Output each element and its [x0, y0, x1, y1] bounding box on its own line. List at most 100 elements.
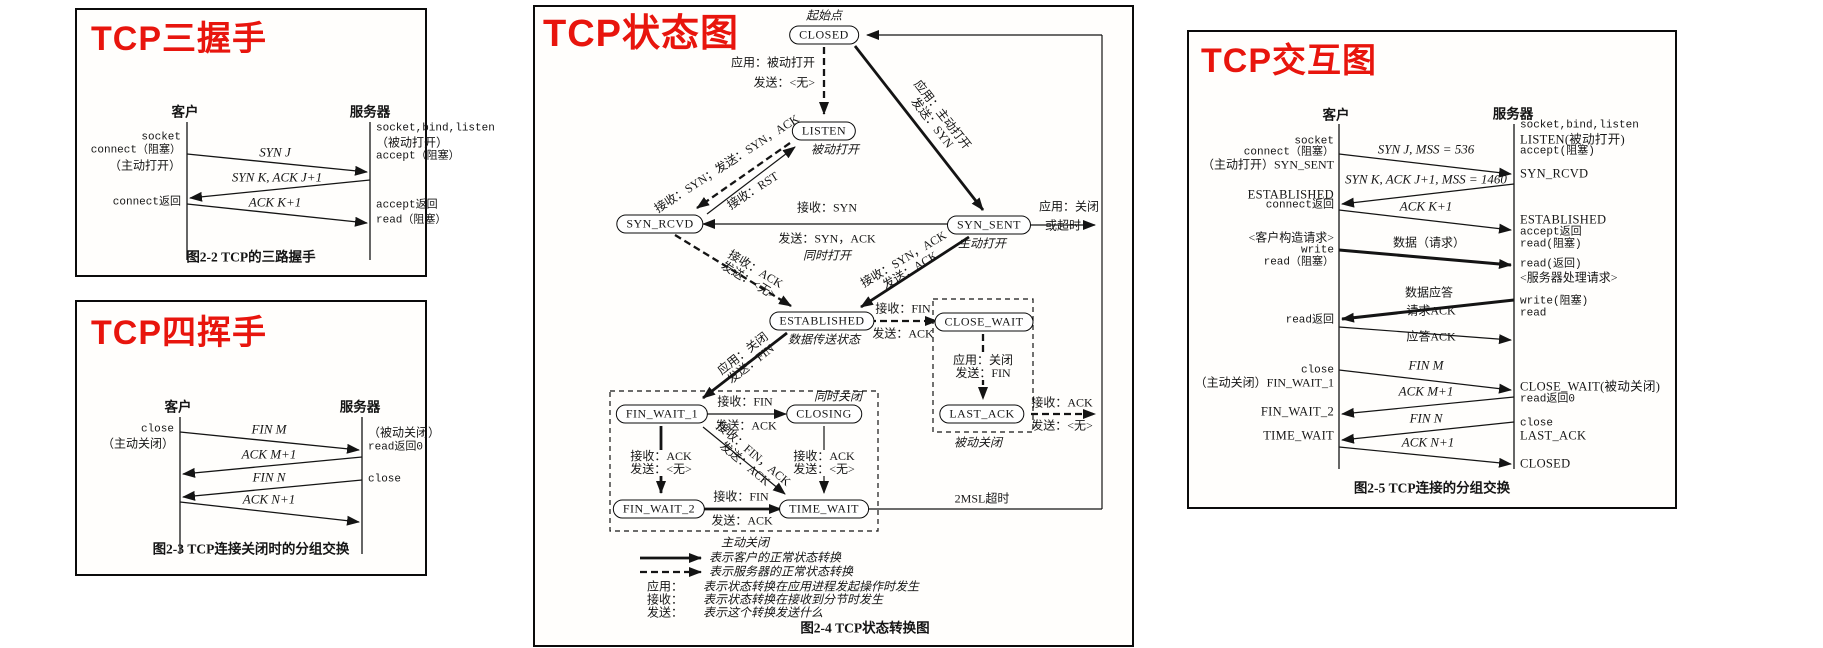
state-edge-label: 或超时: [1044, 218, 1082, 233]
handshake-client-label: socket: [141, 131, 181, 144]
state-node-fin-wait-1: FIN_WAIT_1: [615, 404, 709, 424]
wave-server-header: 服务器: [339, 399, 381, 415]
wave-panel: TCP四挥手 客户 服务器 close （主动关闭） （被动关闭） read返回…: [75, 300, 440, 576]
state-node-last-ack: LAST_ACK: [939, 404, 1025, 424]
exchange-server-label: accept(阻塞): [1520, 145, 1595, 158]
handshake-server-label: accept（阻塞）: [376, 150, 460, 163]
state-start-label: 起始点: [805, 8, 843, 23]
exchange-thin-arrows: [1338, 153, 1515, 468]
exchange-message: FIN N: [1409, 410, 1443, 426]
handshake-message: SYN K, ACK J+1: [231, 169, 323, 185]
wave-title: TCP四挥手: [91, 314, 267, 352]
state-panel: TCP状态图: [533, 5, 1134, 647]
exchange-message: 数据（请求）: [1392, 235, 1466, 250]
exchange-server-label: CLOSE_WAIT(被动关闭): [1520, 379, 1661, 394]
state-edge-label: 发送：ACK: [715, 418, 777, 433]
state-legend-key: 接收：: [647, 592, 684, 607]
state-note-simultaneous-close: 同时关闭: [813, 389, 863, 404]
handshake-server-label: （被动打开）: [376, 135, 449, 150]
exchange-server-label: write(阻塞): [1520, 295, 1589, 308]
exchange-message: SYN K, ACK J+1, MSS = 1460: [1345, 171, 1507, 187]
exchange-server-header: 服务器: [1492, 106, 1534, 122]
exchange-server-label: LAST_ACK: [1520, 428, 1587, 443]
handshake-diagram-svg: [186, 122, 371, 260]
state-edge-label: 发送：SYN，ACK: [778, 231, 876, 246]
exchange-client-label: read（阻塞）: [1263, 256, 1334, 269]
exchange-message: 应答ACK: [1406, 329, 1456, 344]
state-edge-label: 接收：ACK: [1031, 395, 1093, 410]
exchange-message: ACK K+1: [1399, 198, 1453, 214]
handshake-arrows: [186, 153, 371, 227]
state-edge-label: 2MSL超时: [954, 491, 1010, 506]
handshake-client-label: connect返回: [112, 196, 181, 209]
exchange-caption: 图2-5 TCP连接的分组交换: [1353, 480, 1511, 496]
state-dashed-edges: [674, 47, 1096, 419]
exchange-server-label: CLOSED: [1520, 456, 1571, 471]
exchange-client-label: write: [1300, 244, 1334, 257]
state-node-established: ESTABLISHED: [769, 311, 875, 331]
handshake-server-label: accept返回: [376, 199, 438, 212]
state-edge-label: 应用：关闭发送：FIN: [950, 353, 1016, 380]
handshake-title: TCP三握手: [91, 20, 267, 58]
state-node-syn-sent: SYN_SENT: [946, 215, 1032, 235]
exchange-client-label: socket: [1294, 135, 1334, 148]
exchange-server-label: LISTEN(被动打开): [1520, 132, 1625, 147]
exchange-client-label: TIME_WAIT: [1263, 428, 1334, 443]
wave-client-header: 客户: [164, 399, 192, 415]
exchange-client-label: FIN_WAIT_2: [1260, 404, 1334, 419]
exchange-message: 请求ACK: [1406, 303, 1456, 318]
wave-server-label: read返回0: [368, 441, 424, 454]
wave-message: ACK N+1: [242, 491, 296, 507]
exchange-client-label: <客户构造请求>: [1248, 230, 1334, 245]
state-edge-label: 接收：FIN: [875, 301, 931, 316]
exchange-server-label: read返回0: [1520, 393, 1576, 406]
state-legend-value: 表示这个转换发送什么: [703, 605, 824, 620]
state-node-close-wait: CLOSE_WAIT: [934, 312, 1034, 332]
exchange-bold-arrows: [1338, 248, 1515, 323]
state-edge-label: 接收：FIN: [717, 394, 773, 409]
wave-lifelines: [179, 417, 363, 554]
state-note-simultaneous-open: 同时打开: [802, 248, 852, 263]
handshake-panel: TCP三握手 客户 服务器 socket connect（阻塞） （主动打开） …: [75, 8, 495, 277]
state-edge-label: 发送：ACK: [872, 326, 934, 341]
handshake-lifelines: [186, 122, 371, 260]
handshake-client-label: （主动打开）: [108, 158, 181, 173]
state-legend-key: 应用：: [647, 579, 684, 594]
state-note-passive-close: 被动关闭: [953, 435, 1003, 450]
exchange-lifelines: [1338, 124, 1515, 469]
state-edge-label: 应用：关闭: [1038, 199, 1100, 214]
exchange-diagram-svg: [1338, 124, 1515, 469]
exchange-message: ACK M+1: [1398, 383, 1454, 399]
wave-message: FIN N: [252, 469, 286, 485]
state-node-closing: CLOSING: [786, 404, 862, 424]
state-edge-label: 应用：被动打开: [730, 55, 815, 70]
exchange-title: TCP交互图: [1201, 42, 1377, 80]
state-note-active-open: 主动打开: [957, 236, 1007, 251]
exchange-message: SYN J, MSS = 536: [1377, 141, 1475, 157]
exchange-message: 数据应答: [1404, 285, 1454, 300]
exchange-server-label: SYN_RCVD: [1520, 166, 1589, 181]
state-thin-edges: [702, 30, 1103, 510]
handshake-server-label: socket,bind,listen: [376, 122, 495, 135]
exchange-client-label: ESTABLISHED: [1247, 187, 1334, 202]
state-legend-dashed: 表示服务器的正常状态转换: [709, 564, 854, 579]
state-legend-value: 表示状态转换在接收到分节时发生: [703, 592, 884, 607]
state-note-passive-open: 被动打开: [810, 142, 860, 157]
wave-client-label: close: [140, 423, 174, 436]
wave-server-label: （被动关闭）: [368, 425, 441, 440]
exchange-message: ACK N+1: [1401, 434, 1455, 450]
wave-message: ACK M+1: [241, 446, 297, 462]
state-edge-label: 接收：SYN: [796, 200, 858, 215]
wave-diagram-svg: [179, 417, 363, 554]
exchange-server-label: read: [1520, 307, 1547, 320]
exchange-server-label: <服务器处理请求>: [1520, 270, 1618, 285]
handshake-server-label: read（阻塞）: [376, 214, 447, 227]
wave-arrows: [179, 431, 363, 526]
state-group-boxes: [609, 298, 1034, 532]
state-legend-arrows: [640, 553, 702, 577]
exchange-server-label: read(返回): [1520, 258, 1582, 271]
state-diagram-svg: [609, 30, 1103, 577]
state-legend-solid: 表示客户的正常状态转换: [709, 550, 842, 565]
